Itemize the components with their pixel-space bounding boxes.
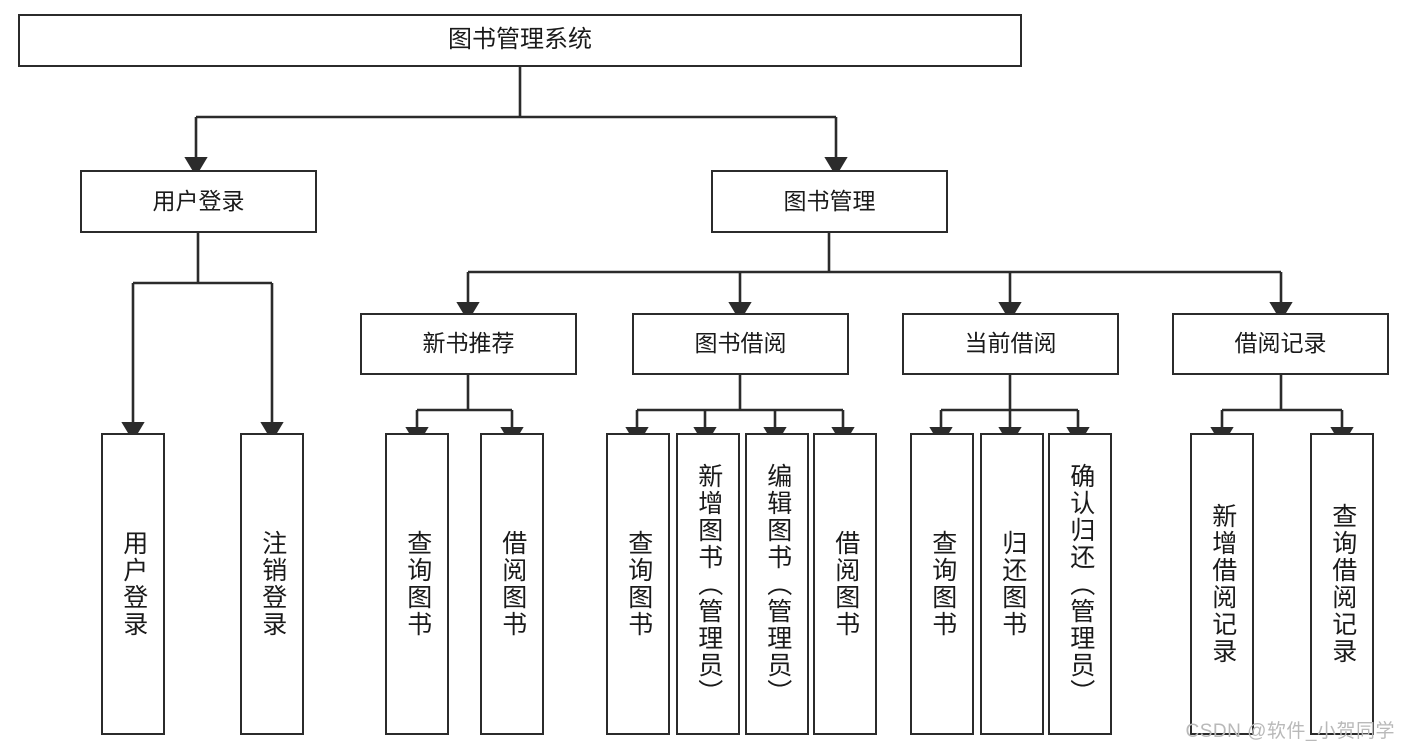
node-root-system[interactable]: 图书管理系统 bbox=[18, 14, 1022, 67]
leaf-label: 借阅图书 bbox=[498, 530, 527, 638]
leaf-label: 新增借阅记录 bbox=[1208, 503, 1237, 665]
leaf-label: 查询图书 bbox=[403, 530, 432, 638]
leaf-label: 用户登录 bbox=[119, 530, 148, 638]
leaf-edit-book-admin[interactable]: 编辑图书（管理员） bbox=[745, 433, 809, 735]
watermark-text: CSDN @软件_小贺同学 bbox=[1185, 721, 1395, 742]
leaf-label: 归还图书 bbox=[998, 530, 1027, 638]
leaf-logout-login[interactable]: 注销登录 bbox=[240, 433, 304, 735]
leaf-label: 借阅图书 bbox=[831, 530, 860, 638]
node-borrow-record[interactable]: 借阅记录 bbox=[1172, 313, 1389, 375]
leaf-label: 注销登录 bbox=[258, 530, 287, 638]
node-new-book-recommend[interactable]: 新书推荐 bbox=[360, 313, 577, 375]
leaf-label: 查询图书 bbox=[928, 530, 957, 638]
node-book-borrow[interactable]: 图书借阅 bbox=[632, 313, 849, 375]
leaf-confirm-return-admin[interactable]: 确认归还（管理员） bbox=[1048, 433, 1112, 735]
leaf-query-book-recommend[interactable]: 查询图书 bbox=[385, 433, 449, 735]
leaf-query-book-borrow[interactable]: 查询图书 bbox=[606, 433, 670, 735]
leaf-query-borrow-record[interactable]: 查询借阅记录 bbox=[1310, 433, 1374, 735]
leaf-add-borrow-record[interactable]: 新增借阅记录 bbox=[1190, 433, 1254, 735]
node-book-management[interactable]: 图书管理 bbox=[711, 170, 948, 233]
leaf-borrow-book-borrow[interactable]: 借阅图书 bbox=[813, 433, 877, 735]
leaf-query-book-current[interactable]: 查询图书 bbox=[910, 433, 974, 735]
node-current-borrow[interactable]: 当前借阅 bbox=[902, 313, 1119, 375]
leaf-label: 查询图书 bbox=[624, 530, 653, 638]
leaf-return-book[interactable]: 归还图书 bbox=[980, 433, 1044, 735]
node-user-login[interactable]: 用户登录 bbox=[80, 170, 317, 233]
leaf-label: 确认归还（管理员） bbox=[1066, 462, 1095, 706]
leaf-borrow-book-recommend[interactable]: 借阅图书 bbox=[480, 433, 544, 735]
leaf-label: 编辑图书（管理员） bbox=[763, 462, 792, 706]
leaf-label: 查询借阅记录 bbox=[1328, 503, 1357, 665]
leaf-add-book-admin[interactable]: 新增图书（管理员） bbox=[676, 433, 740, 735]
leaf-label: 新增图书（管理员） bbox=[694, 462, 723, 706]
leaf-user-login[interactable]: 用户登录 bbox=[101, 433, 165, 735]
